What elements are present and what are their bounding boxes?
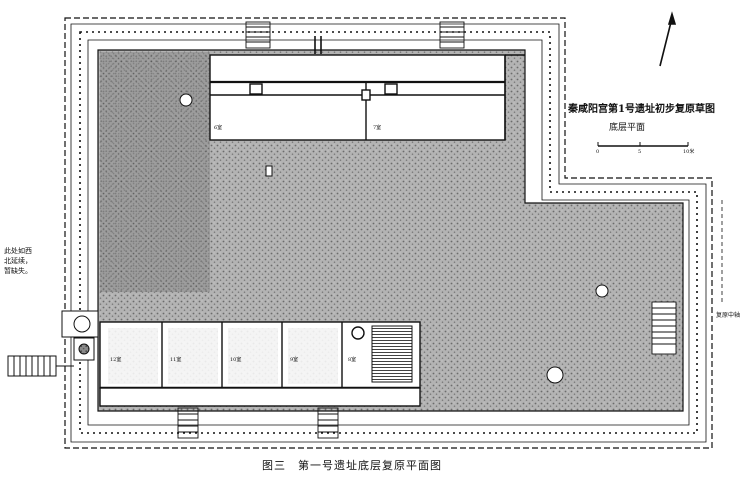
room-label-7-upper: 7室 bbox=[373, 125, 382, 131]
shaded-hall-left bbox=[100, 52, 210, 292]
scale-label-0: 0 bbox=[596, 149, 600, 155]
north-stairs bbox=[245, 21, 465, 54]
room-label-8: 8室 bbox=[348, 357, 357, 363]
room-label-6-upper: 6室 bbox=[214, 125, 223, 131]
side-note: 此处如西北延续，暂缺失。 bbox=[4, 247, 32, 275]
north-arrow-icon bbox=[659, 11, 677, 67]
scale-label-5: 5 bbox=[638, 149, 642, 155]
room-label-12: 12室 bbox=[110, 357, 122, 363]
column-bases bbox=[179, 93, 609, 384]
figure-caption: 图三 第一号遗址底层复原平面图 bbox=[262, 459, 442, 472]
axis-label: 复原中轴 bbox=[716, 312, 741, 319]
diagram-title: 秦咸阳宫第1号遗址初步复原草图 bbox=[568, 104, 715, 115]
south-stairs bbox=[177, 407, 339, 439]
upper-rooms bbox=[209, 54, 525, 141]
scale-label-10: 10米 bbox=[683, 149, 695, 155]
room-label-9: 9室 bbox=[290, 357, 299, 363]
west-entrance bbox=[7, 310, 99, 377]
room-label-10: 10室 bbox=[230, 357, 242, 363]
scale-bar bbox=[597, 142, 689, 147]
diagram-subtitle: 底层平面 bbox=[609, 123, 646, 133]
east-stairs bbox=[651, 301, 677, 355]
outer-boundary bbox=[64, 17, 713, 449]
lower-rooms bbox=[99, 321, 421, 407]
room-label-11: 11室 bbox=[170, 357, 182, 363]
